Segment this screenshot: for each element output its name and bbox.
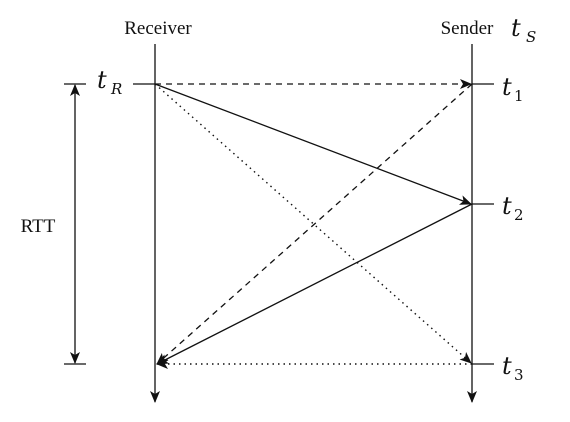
svg-text:t: t [502,352,512,380]
svg-text:S: S [526,28,536,46]
message-solid-to-t2 [154,83,472,205]
svg-text:2: 2 [514,206,524,224]
svg-text:1: 1 [514,87,524,105]
t2-label: t 2 [502,192,524,224]
svg-text:3: 3 [514,366,524,384]
svg-text:t: t [502,73,512,101]
ts-label: t S [511,14,536,46]
svg-text:t: t [502,192,512,220]
receiver-label: Receiver [124,18,192,39]
reply-solid-from-t2 [156,203,473,365]
svg-text:t: t [97,66,107,94]
tr-label: t R [97,66,122,98]
message-dotted-to-t3 [154,83,472,364]
reply-dashed-from-t1 [156,83,473,365]
svg-text:t: t [511,14,521,42]
t3-label: t 3 [502,352,524,384]
rtt-label: RTT [21,216,56,237]
sender-label: Sender [441,18,494,39]
svg-text:R: R [110,80,122,98]
t1-label: t 1 [502,73,524,105]
